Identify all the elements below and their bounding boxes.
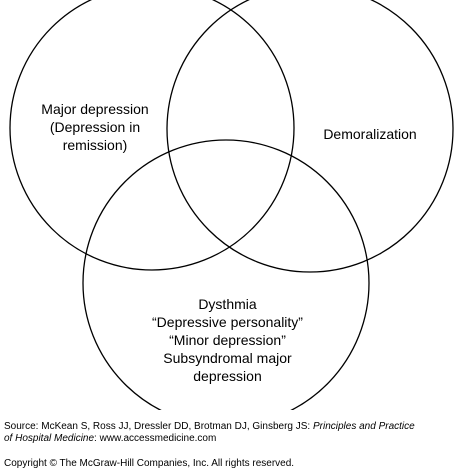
source-line-1: Source: McKean S, Ross JJ, Dressler DD, … [4, 421, 454, 433]
source-title-part1: Principles and Practice [312, 421, 415, 432]
label-line: remission) [62, 137, 128, 153]
label-line: Demoralization [323, 126, 417, 142]
copyright-notice: Copyright © The McGraw-Hill Companies, I… [4, 458, 295, 469]
label-line: Subsyndromal major [163, 350, 292, 366]
source-suffix: : www.accessmedicine.com [94, 433, 217, 444]
circle-major-depression [9, 0, 295, 271]
label-line: (Depression in [49, 119, 141, 135]
source-title-part2: of Hospital Medicine [4, 433, 95, 444]
source-citation: Source: McKean S, Ross JJ, Dressler DD, … [4, 421, 454, 445]
label-line: Major depression [41, 101, 149, 117]
source-prefix: Source: McKean S, Ross JJ, Dressler DD, … [4, 421, 313, 432]
label-line: Dysthmia [198, 296, 257, 312]
label-major-depression: Major depression (Depression in remissio… [20, 100, 170, 154]
label-demoralization: Demoralization [300, 125, 440, 143]
source-line-2: of Hospital Medicine: www.accessmedicine… [4, 433, 454, 445]
circle-demoralization [166, 0, 454, 273]
label-dysthmia: Dysthmia “Depressive personality” “Minor… [120, 295, 335, 385]
venn-diagram [9, 0, 454, 410]
circle-dysthmia [82, 139, 370, 410]
label-line: “Depressive personality” [152, 314, 303, 330]
label-line: depression [193, 368, 262, 384]
label-line: “Minor depression” [169, 332, 286, 348]
